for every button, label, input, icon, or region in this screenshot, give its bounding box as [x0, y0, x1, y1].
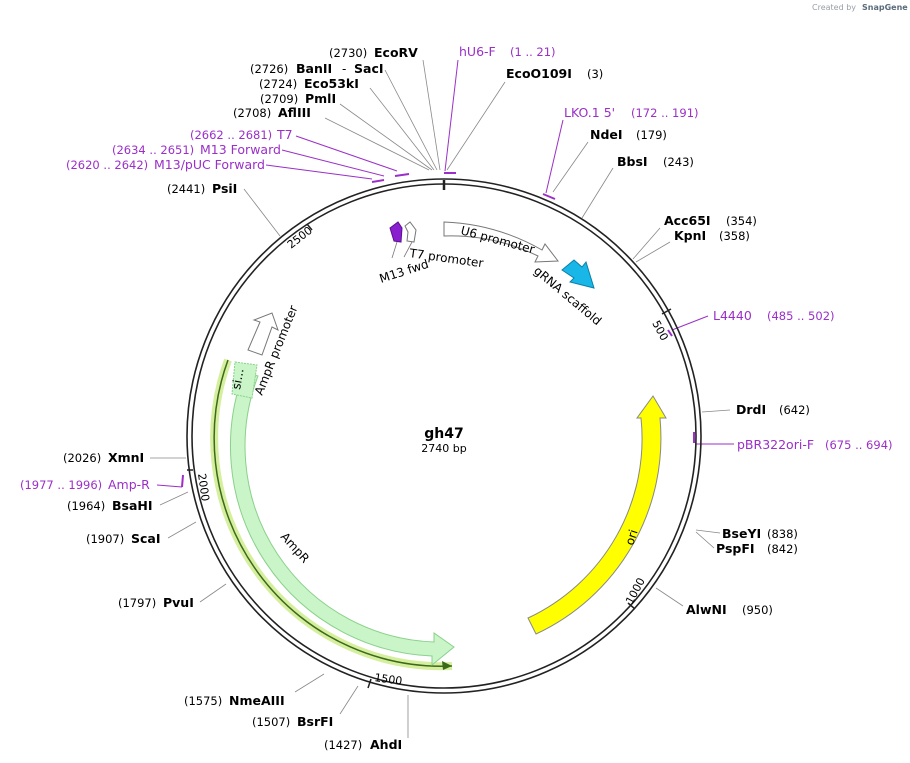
credit-brand: SnapGene — [862, 3, 908, 12]
primer-range-hu6f: (1 .. 21) — [510, 45, 556, 59]
primer-name-m13puc[interactable]: M13/pUC Forward — [154, 157, 265, 172]
enzyme-name-pmli[interactable]: PmlI — [305, 91, 336, 106]
primer-leader-lines — [156, 59, 734, 488]
enzyme-name-bseyi[interactable]: BseYI — [722, 526, 761, 541]
enzyme-name-ahdi[interactable]: AhdI — [370, 737, 402, 752]
enzyme-name-nmeaiii[interactable]: NmeAIII — [229, 693, 285, 708]
enzyme-name-banii[interactable]: BanII — [296, 61, 332, 76]
enzyme-name-drdi[interactable]: DrdI — [736, 402, 766, 417]
enzyme-pos-bsrfi: (1507) — [252, 715, 290, 729]
tick-label-1500: 1500 — [374, 671, 404, 688]
primer-name-pbr322ori[interactable]: pBR322ori-F — [737, 437, 814, 452]
enzyme-name-kpni[interactable]: KpnI — [674, 228, 706, 243]
t7-promoter-feature — [404, 221, 417, 243]
grna-scaffold-feature — [561, 259, 595, 289]
enzyme-name-pspfi[interactable]: PspFI — [716, 541, 755, 556]
primer-range-pbr322ori: (675 .. 694) — [825, 438, 893, 452]
enzyme-pos-nmeaiii: (1575) — [184, 694, 222, 708]
enzyme-pos-afliii: (2708) — [233, 106, 271, 120]
enzyme-name-bsrfi[interactable]: BsrFI — [297, 714, 333, 729]
enzyme-pos-scai: (1907) — [86, 532, 124, 546]
ampr-label: AmpR — [278, 530, 312, 566]
primer-name-hu6f[interactable]: hU6-F — [459, 44, 496, 59]
ampr-feature — [229, 371, 455, 667]
ampr-promoter-feature — [247, 312, 279, 356]
enzyme-pos-pvui: (1797) — [118, 596, 156, 610]
enzyme-pos-bbsi: (243) — [663, 155, 694, 169]
u6-promoter-feature — [443, 221, 559, 263]
enzyme-name-pvui[interactable]: PvuI — [163, 595, 194, 610]
tick-label-2000: 2000 — [195, 473, 212, 503]
credit-prefix: Created by — [812, 3, 856, 12]
primer-range-lko1: (172 .. 191) — [631, 106, 699, 120]
enzyme-pos-alwni: (950) — [742, 603, 773, 617]
enzyme-pos-eco53ki: (2724) — [259, 77, 297, 91]
primer-name-m13f[interactable]: M13 Forward — [200, 142, 281, 157]
enzyme-name-ecoo109i[interactable]: EcoO109I — [506, 66, 572, 81]
enzyme-pos-pspfi: (842) — [767, 542, 798, 556]
enzyme-pos-ecorv: (2730) — [329, 46, 367, 60]
backbone-outer — [186, 178, 702, 694]
plasmid-length: 2740 bp — [421, 442, 466, 455]
enzyme-pos-ecoo109i: (3) — [587, 67, 603, 81]
enzyme-pos-bseyi: (838) — [767, 527, 798, 541]
ori-feature — [527, 395, 667, 635]
primer-name-ampr[interactable]: Amp-R — [108, 477, 150, 492]
enzyme-name-psii[interactable]: PsiI — [212, 181, 237, 196]
primer-range-ampr: (1977 .. 1996) — [20, 478, 102, 492]
primer-range-m13f: (2634 .. 2651) — [112, 143, 194, 157]
enzyme-name-alwni[interactable]: AlwNI — [686, 602, 727, 617]
enzyme-name-scai[interactable]: ScaI — [131, 531, 161, 546]
enzyme-pos-kpni: (358) — [719, 229, 750, 243]
ampr-highlight-arrowhead — [442, 661, 452, 670]
enzyme-pos-ndei: (179) — [636, 128, 667, 142]
primer-name-t7[interactable]: T7 — [276, 127, 293, 142]
enzyme-pos-drdi: (642) — [779, 403, 810, 417]
enzyme-name-ndei[interactable]: NdeI — [590, 127, 623, 142]
primer-range-l4440: (485 .. 502) — [767, 309, 835, 323]
enzyme-name-acc65i[interactable]: Acc65I — [664, 213, 711, 228]
primer-range-m13puc: (2620 .. 2642) — [66, 158, 148, 172]
primer-range-t7: (2662 .. 2681) — [190, 128, 272, 142]
enzyme-name-xmni[interactable]: XmnI — [108, 450, 144, 465]
m13-fwd-feature — [389, 221, 403, 243]
enzyme-pos-bsahi: (1964) — [67, 499, 105, 513]
enzyme-name-bsahi[interactable]: BsaHI — [112, 498, 153, 513]
primer-name-l4440[interactable]: L4440 — [713, 308, 752, 323]
enzyme-name-afliii[interactable]: AflIII — [278, 105, 311, 120]
signal-feature — [231, 361, 258, 399]
enzyme-pos-banii: (2726) — [250, 62, 288, 76]
ampr-highlight-line — [213, 359, 453, 667]
leader-lines — [150, 59, 731, 738]
primer-markers — [181, 172, 695, 488]
m13-fwd-label: M13 fwd — [378, 257, 431, 286]
enzyme-pos-pmli: (2709) — [260, 92, 298, 106]
enzyme-pos-ahdi: (1427) — [324, 738, 362, 752]
u6-promoter-label: U6 promoter — [459, 223, 536, 256]
signal-label: si... — [229, 367, 246, 390]
tick-marks — [187, 223, 672, 689]
enzyme-name-ecorv[interactable]: EcoRV — [374, 45, 418, 60]
plasmid-name: gh47 — [424, 426, 463, 442]
primer-name-lko1[interactable]: LKO.1 5' — [564, 105, 615, 120]
tick-label-1000: 1000 — [623, 576, 648, 607]
ori-label: ori — [623, 528, 641, 547]
enzyme-pos-acc65i: (354) — [726, 214, 757, 228]
enzyme-name-saci[interactable]: SacI — [354, 61, 384, 76]
enzyme-pos-psii: (2441) — [167, 182, 205, 196]
enzyme-pos-xmni: (2026) — [63, 451, 101, 465]
enzyme-name-bbsi[interactable]: BbsI — [617, 154, 648, 169]
enzyme-dash: - — [342, 62, 346, 76]
enzyme-name-eco53ki[interactable]: Eco53kI — [304, 76, 359, 91]
